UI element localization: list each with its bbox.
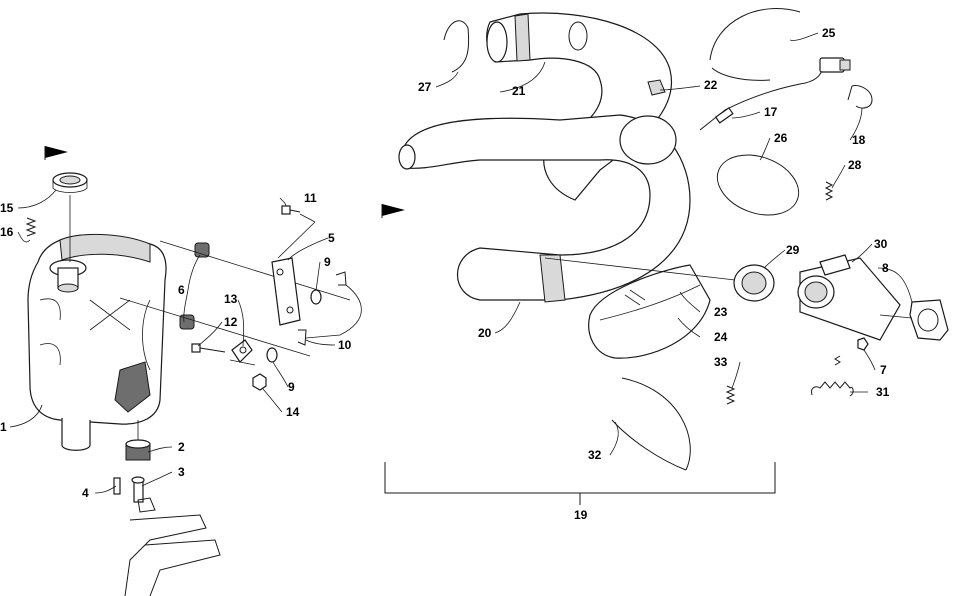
bolt-4 (113, 477, 121, 495)
callout-25: 25 (822, 26, 836, 40)
band-26 (716, 154, 800, 216)
callout-26: 26 (774, 131, 788, 145)
nut-14 (252, 373, 267, 391)
flag-marker-left (44, 146, 68, 160)
callout-2: 2 (178, 440, 185, 454)
callout-12: 12 (224, 315, 238, 329)
muffler-canister (27, 233, 167, 451)
callout-20: 20 (478, 326, 492, 340)
band-27 (443, 20, 470, 73)
heat-shield-24 (588, 264, 711, 359)
callout-33: 33 (714, 355, 728, 369)
callout-9-upper: 9 (324, 255, 331, 269)
callout-13: 13 (224, 292, 238, 306)
grommet-15 (52, 172, 88, 193)
washer-9-lower (266, 347, 278, 363)
gasket-8 (909, 299, 949, 341)
bracket-13 (229, 339, 256, 366)
nut-7 (857, 337, 869, 351)
spring-31 (811, 355, 854, 397)
callout-8: 8 (882, 261, 889, 275)
assembly-bracket-19 (384, 462, 776, 505)
callout-5: 5 (328, 231, 335, 245)
grommets-6 (179, 242, 210, 330)
bracket-5 (271, 257, 301, 326)
sensor-17 (699, 67, 823, 131)
clip-10-upper (335, 271, 347, 286)
callout-14: 14 (286, 405, 300, 419)
callout-21: 21 (512, 84, 526, 98)
callout-27: 27 (418, 80, 432, 94)
flag-marker-right (381, 204, 405, 218)
callout-22: 22 (704, 78, 718, 92)
grommet-2 (125, 439, 151, 461)
spring-band-upper (709, 8, 801, 81)
bolt-12 (191, 343, 226, 353)
expansion-chamber-lower (398, 114, 691, 303)
callout-16: 16 (0, 225, 14, 239)
callout-19: 19 (574, 508, 588, 522)
callout-11: 11 (304, 191, 317, 205)
callout-17: 17 (764, 105, 778, 119)
callout-24: 24 (714, 330, 728, 344)
callout-18: 18 (852, 133, 866, 147)
ring-29 (733, 264, 775, 302)
spring-16 (25, 217, 37, 237)
spring-33 (725, 385, 736, 405)
callout-3: 3 (178, 465, 185, 479)
spring-28 (824, 181, 834, 201)
callout-28: 28 (848, 158, 862, 172)
callout-15: 15 (0, 201, 14, 215)
callout-31: 31 (876, 385, 890, 399)
callout-32: 32 (588, 448, 602, 462)
callout-30: 30 (874, 237, 888, 251)
washer-9-upper (310, 289, 322, 305)
callout-23: 23 (714, 305, 728, 319)
manifold-30 (797, 254, 901, 341)
band-32 (611, 377, 691, 471)
stud-3 (131, 476, 145, 503)
frame-bracket (124, 497, 221, 596)
clip-22 (647, 79, 666, 96)
callout-1: 1 (0, 420, 7, 434)
callout-4: 4 (82, 486, 89, 500)
bolt-11 (277, 205, 316, 259)
clip-10-lower (297, 329, 307, 346)
callout-29: 29 (786, 243, 800, 257)
callout-6: 6 (178, 283, 185, 297)
connector-25 (819, 57, 851, 73)
leader-lines (9, 32, 913, 494)
callout-10: 10 (338, 338, 352, 352)
callout-7: 7 (880, 363, 887, 377)
callout-9-lower: 9 (288, 380, 295, 394)
ring-18 (847, 85, 873, 109)
expansion-chamber-upper (486, 12, 673, 201)
